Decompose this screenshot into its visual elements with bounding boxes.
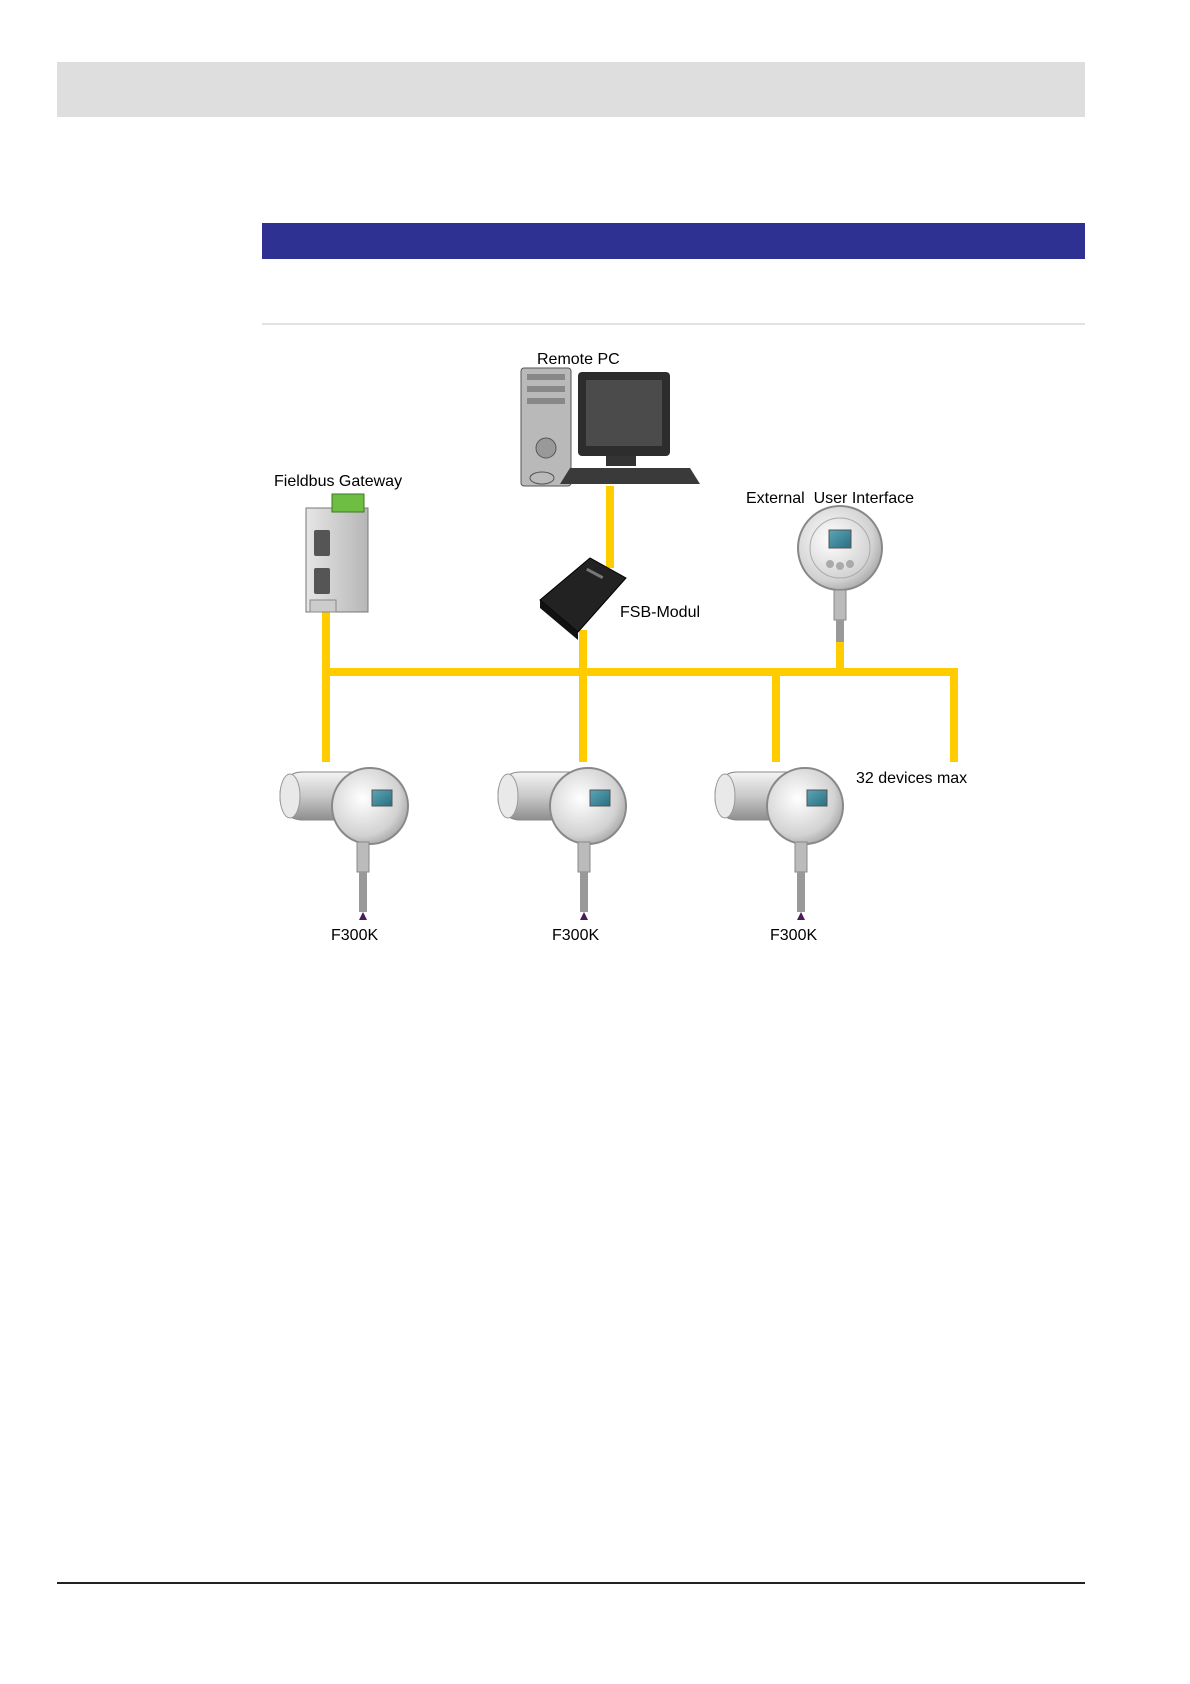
sensor-device-2-icon — [498, 768, 626, 920]
remote-pc-label: Remote PC — [537, 351, 620, 368]
external-user-interface-label: External User Interface — [746, 490, 914, 507]
devices-max-label: 32 devices max — [856, 770, 967, 787]
footer-rule — [57, 1582, 1085, 1584]
sensor-device-1-icon — [280, 768, 408, 920]
fieldbus-gateway-icon — [306, 494, 368, 612]
fsb-modul-label: FSB-Modul — [620, 604, 700, 621]
fieldbus-gateway-label: Fieldbus Gateway — [274, 473, 402, 490]
external-user-interface-icon — [798, 506, 882, 642]
device-label-3: F300K — [770, 927, 817, 944]
device-label-1: F300K — [331, 927, 378, 944]
remote-pc-icon — [521, 368, 700, 486]
sensor-device-3-icon — [715, 768, 843, 920]
fsb-modul-icon — [540, 558, 626, 640]
device-label-2: F300K — [552, 927, 599, 944]
